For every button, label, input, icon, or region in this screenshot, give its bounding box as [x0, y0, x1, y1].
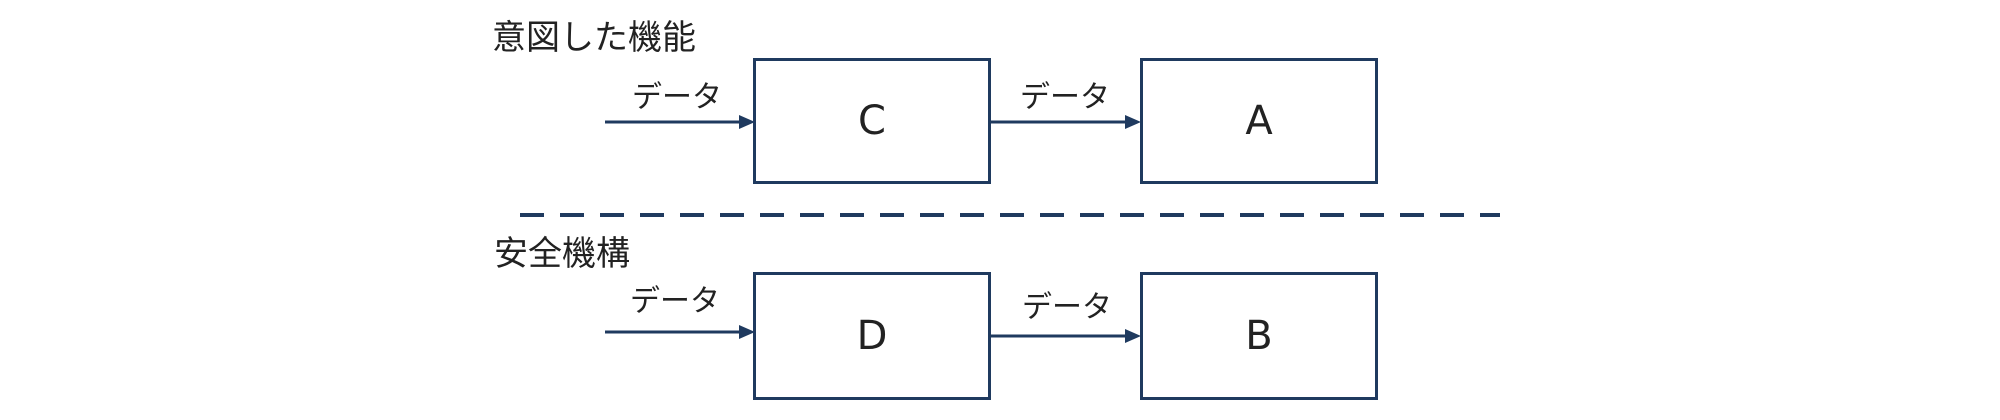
safety-mechanism-title: 安全機構 [494, 234, 630, 274]
intended-input-arrow [605, 115, 755, 129]
intended-link-arrow [991, 115, 1141, 129]
intended-link-label: データ [1020, 80, 1110, 115]
safety-input-label: データ [630, 284, 720, 319]
block-d: D [753, 272, 991, 400]
block-b-label: B [1245, 313, 1273, 359]
block-c-label: C [858, 98, 886, 144]
block-c: C [753, 58, 991, 184]
safety-input-arrow [605, 325, 755, 339]
safety-link-arrow [991, 329, 1141, 343]
block-d-label: D [856, 313, 888, 359]
section-divider [520, 213, 1500, 217]
intended-input-label: データ [632, 80, 722, 115]
block-a: A [1140, 58, 1378, 184]
block-b: B [1140, 272, 1378, 400]
intended-function-title: 意図した機能 [492, 18, 696, 58]
safety-link-label: データ [1022, 290, 1112, 325]
block-a-label: A [1245, 98, 1273, 144]
